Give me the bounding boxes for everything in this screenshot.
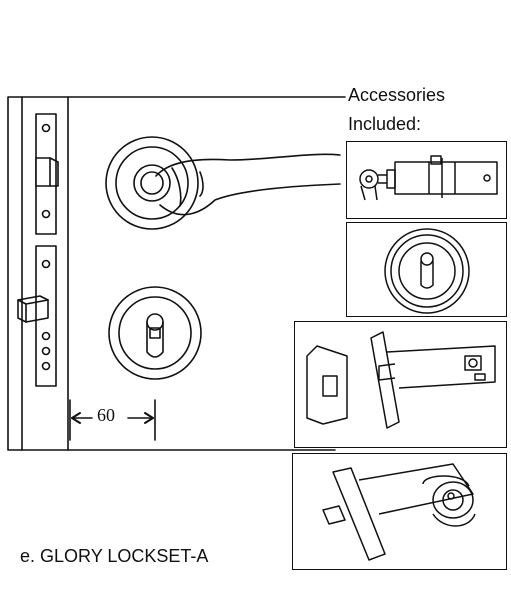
mortise-lock-icon [306,331,496,429]
product-caption: e. GLORY LOCKSET-A [20,546,209,566]
lever-handle [155,153,341,177]
accessory-mortise-lock [294,321,507,448]
accessories-heading: Accessories [348,85,446,105]
lock-plate-bottom [35,245,57,387]
screw-icon [41,346,51,356]
screw-icon [41,361,51,371]
cylinder-rose [108,286,202,380]
lever-rose [105,136,199,230]
key-head [359,169,379,189]
door-frame [7,96,346,451]
tubular-latch-icon [322,463,476,561]
dimension-label: 60 [97,405,115,425]
accessory-cylinder [346,141,507,219]
screw-icon [41,209,51,219]
deadbolt [17,295,49,323]
dimension-line [69,399,156,441]
round-escutcheon-icon [384,228,470,314]
screw-icon [41,331,51,341]
screw-icon [41,259,51,269]
screw-icon [41,123,51,133]
accessory-tubular-latch [292,453,507,570]
latch-bolt [35,157,51,187]
accessory-escutcheon [346,222,507,317]
accessories-subheading: Included: [348,114,422,134]
door-edge-line [21,96,69,451]
euro-cylinder-icon [359,155,498,201]
